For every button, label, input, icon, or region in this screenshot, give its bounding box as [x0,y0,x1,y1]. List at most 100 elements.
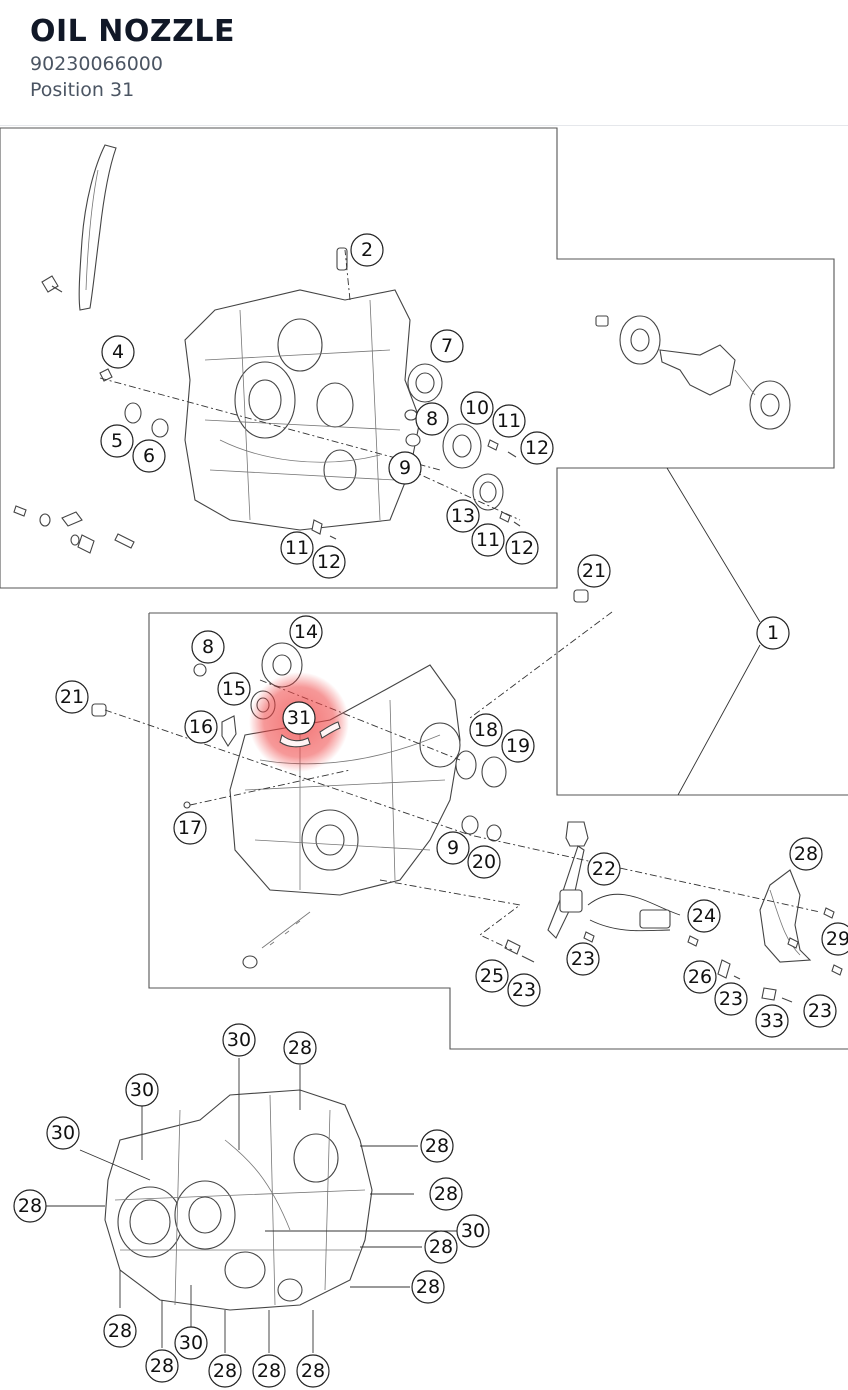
right-crankcase-half [229,664,461,896]
callout-14[interactable]: 14 [289,615,323,649]
callout-24[interactable]: 24 [687,899,721,933]
callout-23[interactable]: 23 [803,994,837,1028]
callout-10[interactable]: 10 [460,391,494,425]
callout-29[interactable]: 28 [252,1354,286,1388]
callout-6[interactable]: 6 [132,439,166,473]
callout-11[interactable]: 11 [492,404,526,438]
callout-30[interactable]: 30 [456,1214,490,1248]
callout-17[interactable]: 17 [173,811,207,845]
callout-29[interactable]: 28 [411,1270,445,1304]
callout-22[interactable]: 22 [587,852,621,886]
callout-29[interactable]: 28 [420,1129,454,1163]
callout-7[interactable]: 7 [430,329,464,363]
callout-30[interactable]: 30 [46,1116,80,1150]
svg-text:12: 12 [317,551,341,573]
callout-9[interactable]: 9 [436,831,470,865]
svg-text:28: 28 [794,843,818,865]
small-parts [13,368,521,554]
callout-1[interactable]: 1 [756,616,790,650]
svg-text:11: 11 [497,410,521,432]
bracket [221,715,237,748]
dowel-pins [91,589,589,717]
callout-5[interactable]: 5 [100,424,134,458]
callout-8[interactable]: 8 [415,402,449,436]
svg-text:24: 24 [692,905,716,927]
callout-18[interactable]: 18 [469,713,503,747]
svg-text:28: 28 [425,1135,449,1157]
svg-text:23: 23 [719,988,743,1010]
callout-29[interactable]: 28 [208,1354,242,1388]
svg-text:12: 12 [510,537,534,559]
svg-text:18: 18 [474,719,498,741]
callout-15[interactable]: 15 [217,672,251,706]
svg-text:30: 30 [227,1029,251,1051]
svg-text:21: 21 [60,686,84,708]
callout-29[interactable]: 28 [145,1349,179,1383]
callout-30[interactable]: 30 [125,1073,159,1107]
callout-33[interactable]: 33 [755,1004,789,1038]
svg-text:10: 10 [465,397,489,419]
callout-29[interactable]: 28 [296,1354,330,1388]
callout-29[interactable]: 28 [283,1031,317,1065]
svg-text:17: 17 [178,817,202,839]
callout-25[interactable]: 25 [475,959,509,993]
svg-text:4: 4 [112,341,124,363]
callout-4[interactable]: 4 [101,335,135,369]
callout-30[interactable]: 30 [222,1023,256,1057]
callout-23[interactable]: 23 [566,942,600,976]
callout-29[interactable]: 28 [429,1177,463,1211]
svg-text:12: 12 [525,437,549,459]
svg-text:23: 23 [512,979,536,1001]
shaft-seal [472,473,504,511]
callout-8[interactable]: 8 [191,630,225,664]
svg-text:28: 28 [257,1360,281,1382]
svg-text:5: 5 [111,430,123,452]
crankshaft-assembly [595,315,791,430]
svg-text:11: 11 [285,537,309,559]
callout-2[interactable]: 2 [350,233,384,267]
svg-text:26: 26 [688,966,712,988]
callout-11[interactable]: 11 [280,531,314,565]
svg-text:15: 15 [222,678,246,700]
callout-12[interactable]: 12 [520,431,554,465]
callout-29[interactable]: 28 [13,1189,47,1223]
bearing [442,423,482,469]
chain-guide-rail [78,144,117,311]
svg-text:20: 20 [472,851,496,873]
svg-text:19: 19 [506,735,530,757]
callout-13[interactable]: 13 [446,499,480,533]
svg-text:11: 11 [476,529,500,551]
callout-12[interactable]: 12 [312,545,346,579]
callout-19[interactable]: 19 [501,729,535,763]
callout-12[interactable]: 12 [505,531,539,565]
svg-text:28: 28 [301,1360,325,1382]
callout-29[interactable]: 28 [424,1230,458,1264]
svg-text:1: 1 [767,622,779,644]
callout-31[interactable]: 31 [282,701,316,735]
group-bracket-line [666,467,761,796]
callout-23[interactable]: 23 [714,982,748,1016]
svg-text:28: 28 [434,1183,458,1205]
callout-11[interactable]: 11 [471,523,505,557]
callout-28[interactable]: 29 [821,922,848,956]
svg-text:28: 28 [429,1236,453,1258]
callout-21[interactable]: 21 [55,680,89,714]
callout-30[interactable]: 30 [174,1326,208,1360]
svg-text:33: 33 [760,1010,784,1032]
bushing [193,663,207,677]
callout-23[interactable]: 23 [507,973,541,1007]
callout-9[interactable]: 9 [388,451,422,485]
callout-20[interactable]: 20 [467,845,501,879]
callout-21[interactable]: 21 [577,554,611,588]
gear-position-sensor [547,821,589,939]
bolt [41,275,63,293]
clutch-cover-guard [759,869,812,963]
callout-26[interactable]: 26 [683,960,717,994]
callout-27[interactable]: 28 [789,837,823,871]
svg-text:30: 30 [130,1079,154,1101]
upper-section-frame [0,127,835,589]
exploded-parts-diagram: 1 2 4 5 6 7 8 9 10 11 12 13 11 12 11 12 … [0,127,848,1388]
callout-29[interactable]: 28 [103,1314,137,1348]
callout-16[interactable]: 16 [184,710,218,744]
axis-lines-upper [99,249,521,521]
